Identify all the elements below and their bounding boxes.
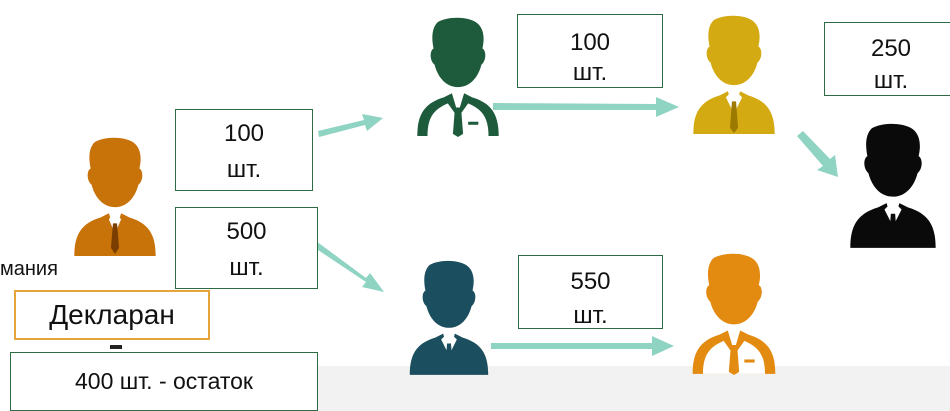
transfer-box-company-to-green: 100 шт. xyxy=(175,109,313,191)
transfer-unit: шт. xyxy=(573,302,608,329)
transfer-quantity: 500 xyxy=(226,218,267,245)
declaration-underline xyxy=(110,345,122,349)
transfer-quantity: 550 xyxy=(570,268,611,295)
transfer-box-green-to-gold: 100 шт. xyxy=(517,14,663,88)
transfer-quantity: 250 xyxy=(870,35,912,62)
company-person-icon xyxy=(58,136,172,258)
transfer-quantity: 100 xyxy=(569,29,611,56)
residual-label: 400 шт. - остаток xyxy=(10,352,318,411)
transfer-box-teal-to-orange: 550 шт. xyxy=(518,255,663,329)
transfer-unit: шт. xyxy=(572,59,608,86)
arrow-company-to-green xyxy=(318,114,383,137)
arrow-green-to-gold xyxy=(493,97,679,117)
arrow-company-to-teal xyxy=(312,241,384,292)
footer-band xyxy=(300,366,950,411)
buyer-green-person-icon xyxy=(396,16,520,138)
arrow-teal-to-orange xyxy=(491,336,674,356)
declaration-label: Декларан xyxy=(14,290,210,340)
company-label: мания xyxy=(0,258,58,280)
buyer-orange-person-icon xyxy=(678,252,790,376)
transfer-unit: шт. xyxy=(226,156,262,183)
transfer-unit: шт. xyxy=(873,67,909,94)
transfer-unit: шт. xyxy=(229,254,264,281)
final-buyer-person-icon xyxy=(836,122,950,250)
buyer-gold-person-icon xyxy=(680,14,788,136)
transfer-box-company-to-teal: 500 шт. xyxy=(175,207,318,289)
buyer-teal-person-icon xyxy=(400,258,498,378)
arrow-gold-to-black xyxy=(797,131,838,177)
transfer-box-gold-to-black: 250 шт. xyxy=(824,22,950,96)
transfer-quantity: 100 xyxy=(223,120,265,147)
